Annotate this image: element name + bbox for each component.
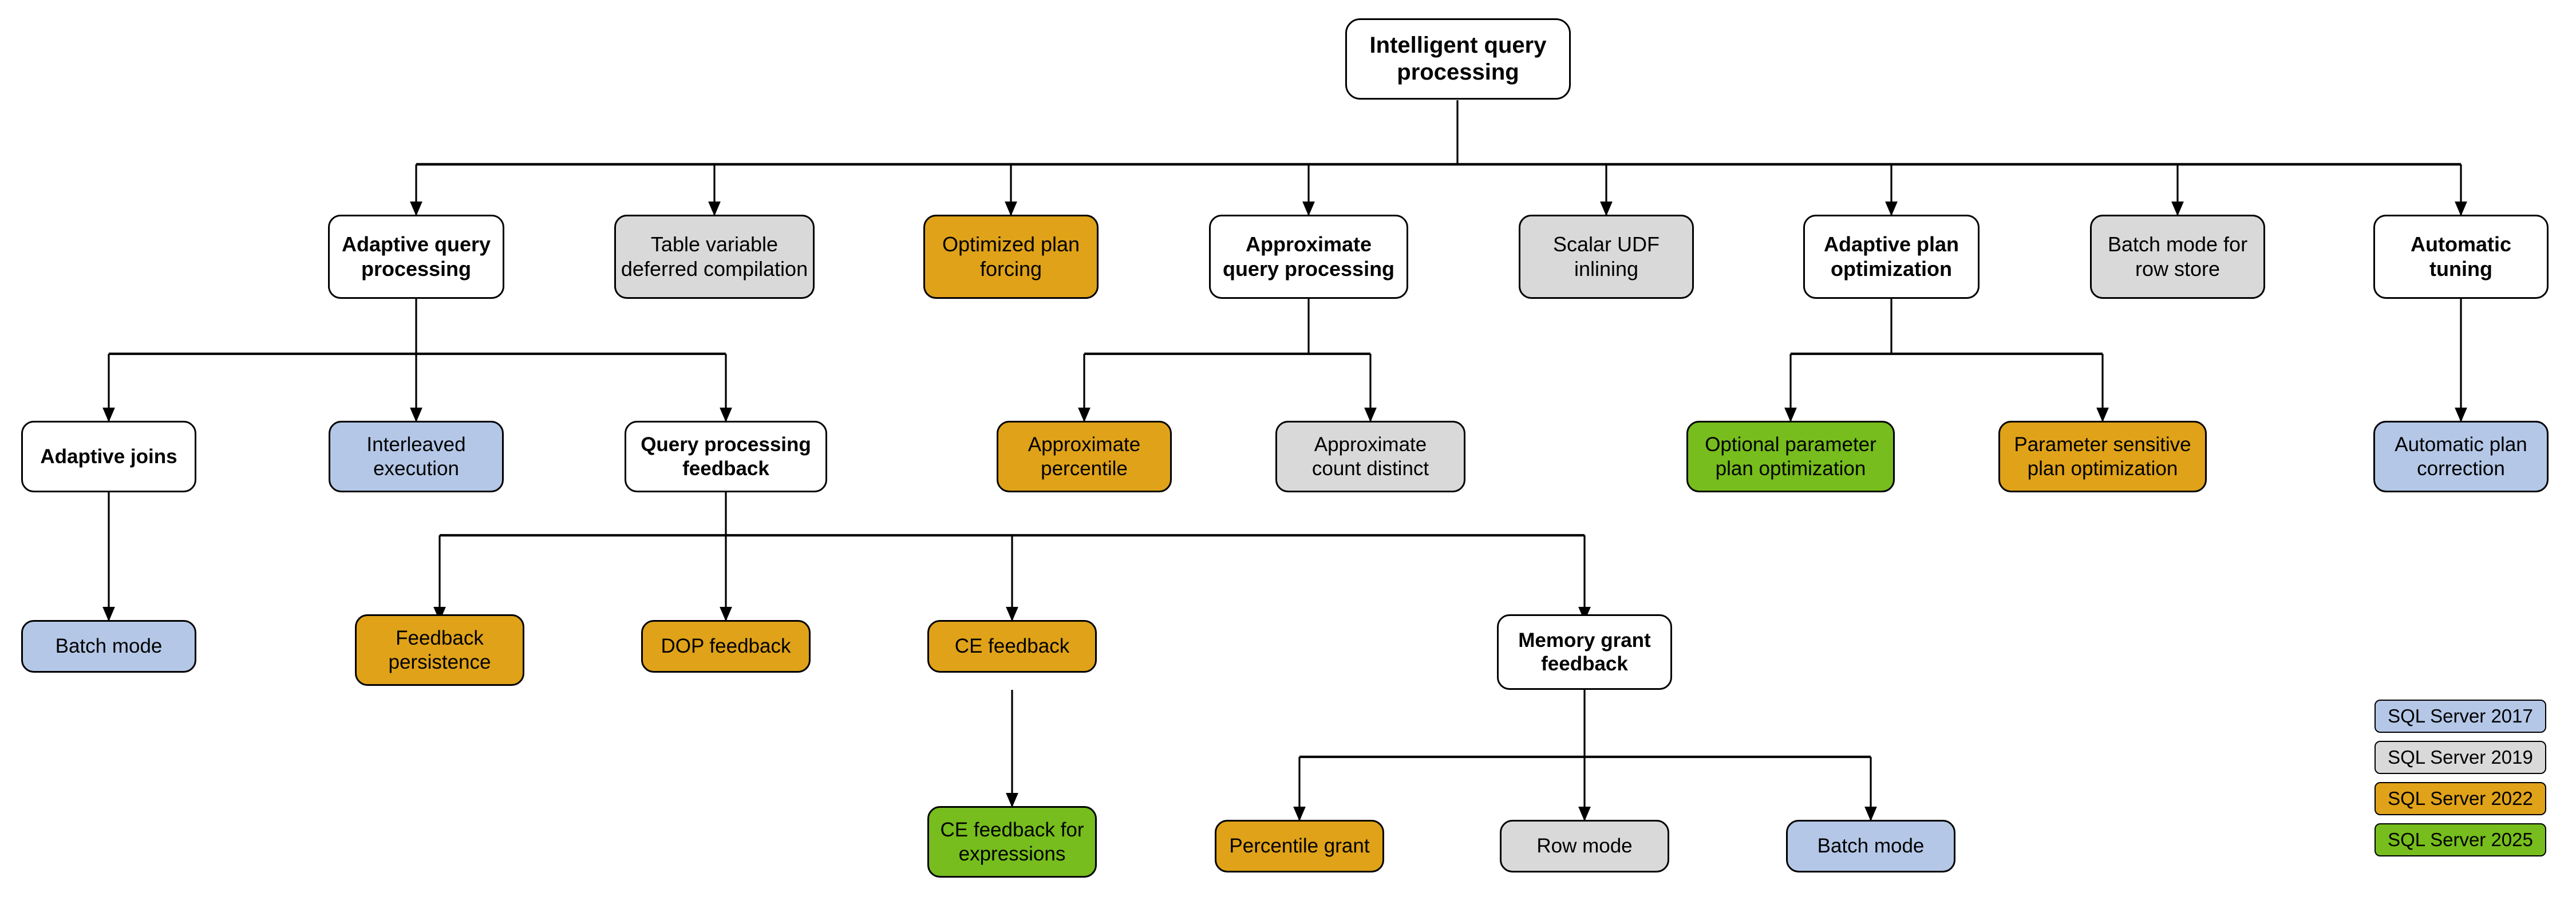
node-query-processing-feedback[interactable]: Query processing feedback <box>625 421 827 492</box>
node-label: Approximate count distinct <box>1311 433 1429 480</box>
node-approximate-percentile[interactable]: Approximate percentile <box>997 421 1172 492</box>
node-ce-feedback[interactable]: CE feedback <box>927 620 1097 673</box>
node-label: Batch mode for row store <box>2107 232 2248 281</box>
node-label: Table variable deferred compilation <box>621 232 808 281</box>
node-adaptive-plan-optimization[interactable]: Adaptive plan optimization <box>1803 215 1980 299</box>
node-batch-mode-memory-grant[interactable]: Batch mode <box>1786 820 1955 872</box>
node-label: DOP feedback <box>661 635 791 658</box>
node-optimized-plan-forcing[interactable]: Optimized plan forcing <box>923 215 1099 299</box>
legend-item-sql-server-2025: SQL Server 2025 <box>2374 823 2546 856</box>
node-memory-grant-feedback[interactable]: Memory grant feedback <box>1497 614 1672 690</box>
node-label: Adaptive query processing <box>341 232 491 281</box>
node-percentile-grant[interactable]: Percentile grant <box>1215 820 1384 872</box>
legend-item-label: SQL Server 2022 <box>2388 788 2533 809</box>
node-label: CE feedback for expressions <box>940 819 1084 865</box>
node-label: Batch mode <box>55 635 163 658</box>
node-label: Query processing feedback <box>641 433 811 480</box>
node-label: Percentile grant <box>1229 835 1370 858</box>
node-label: Approximate query processing <box>1222 232 1395 281</box>
node-automatic-plan-correction[interactable]: Automatic plan correction <box>2373 421 2549 492</box>
node-feedback-persistence[interactable]: Feedback persistence <box>355 614 524 686</box>
legend-item-sql-server-2022: SQL Server 2022 <box>2374 782 2546 815</box>
node-label: Automatic tuning <box>2410 232 2511 281</box>
node-adaptive-joins[interactable]: Adaptive joins <box>21 421 196 492</box>
node-label: Feedback persistence <box>388 627 491 673</box>
node-batch-mode-adaptive-joins[interactable]: Batch mode <box>21 620 196 673</box>
node-dop-feedback[interactable]: DOP feedback <box>641 620 811 673</box>
node-approximate-count-distinct[interactable]: Approximate count distinct <box>1275 421 1465 492</box>
node-label: Optimized plan forcing <box>942 232 1080 281</box>
legend-item-label: SQL Server 2025 <box>2388 829 2533 850</box>
node-parameter-sensitive-plan-optimization[interactable]: Parameter sensitive plan optimization <box>1998 421 2207 492</box>
node-label: Batch mode <box>1817 835 1925 858</box>
node-label: Intelligent query processing <box>1369 32 1547 85</box>
legend-item-sql-server-2017: SQL Server 2017 <box>2374 700 2546 733</box>
node-label: Approximate percentile <box>1028 433 1141 480</box>
node-label: Parameter sensitive plan optimization <box>2014 433 2191 480</box>
node-scalar-udf-inlining[interactable]: Scalar UDF inlining <box>1519 215 1694 299</box>
node-intelligent-query-processing[interactable]: Intelligent query processing <box>1345 18 1571 100</box>
node-table-variable-deferred-compilation[interactable]: Table variable deferred compilation <box>614 215 815 299</box>
legend-item-label: SQL Server 2017 <box>2388 705 2533 727</box>
node-label: Interleaved execution <box>366 433 466 480</box>
node-row-mode[interactable]: Row mode <box>1500 820 1669 872</box>
node-label: Row mode <box>1536 835 1633 858</box>
node-label: Automatic plan correction <box>2395 433 2527 480</box>
node-label: Scalar UDF inlining <box>1552 232 1660 281</box>
node-automatic-tuning[interactable]: Automatic tuning <box>2373 215 2549 299</box>
legend: SQL Server 2017 SQL Server 2019 SQL Serv… <box>2374 700 2546 864</box>
node-optional-parameter-plan-optimization[interactable]: Optional parameter plan optimization <box>1686 421 1895 492</box>
node-approximate-query-processing[interactable]: Approximate query processing <box>1209 215 1408 299</box>
legend-item-label: SQL Server 2019 <box>2388 747 2533 768</box>
node-ce-feedback-for-expressions[interactable]: CE feedback for expressions <box>927 806 1097 878</box>
node-interleaved-execution[interactable]: Interleaved execution <box>329 421 504 492</box>
node-label: Optional parameter plan optimization <box>1705 433 1876 480</box>
node-batch-mode-for-row-store[interactable]: Batch mode for row store <box>2090 215 2265 299</box>
legend-item-sql-server-2019: SQL Server 2019 <box>2374 741 2546 774</box>
node-label: Adaptive plan optimization <box>1823 232 1959 281</box>
node-label: Memory grant feedback <box>1518 629 1651 675</box>
node-label: CE feedback <box>954 635 1070 658</box>
node-adaptive-query-processing[interactable]: Adaptive query processing <box>328 215 504 299</box>
node-label: Adaptive joins <box>40 445 177 468</box>
